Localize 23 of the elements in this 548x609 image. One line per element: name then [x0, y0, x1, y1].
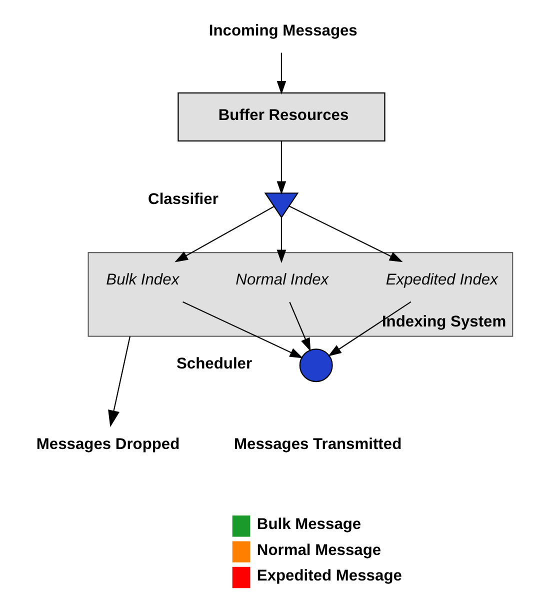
node-text: Bulk Index: [106, 272, 179, 289]
arrow: [276, 141, 286, 195]
arrow: [108, 336, 130, 428]
node-text: Normal Index: [235, 272, 328, 289]
arrow: [288, 302, 310, 352]
node-label: Scheduler: [176, 355, 252, 372]
node-circle: [298, 348, 332, 382]
node-box: Buffer Resources: [177, 92, 385, 142]
node-triangle: [264, 192, 298, 218]
arrow: [328, 301, 411, 356]
arrow: [288, 206, 402, 262]
legend-label: Bulk Message: [256, 516, 361, 534]
node-text: Expedited Index: [385, 272, 498, 289]
node-text: Messages Dropped: [36, 436, 180, 453]
node-text: Incoming Messages: [208, 22, 357, 40]
node-label: Classifier: [148, 191, 218, 208]
arrow: [182, 301, 303, 358]
legend-label: Normal Message: [256, 542, 381, 559]
arrow: [174, 206, 274, 262]
legend-label: Expedited Message: [256, 568, 402, 585]
node-text: Messages Transmitted: [234, 436, 402, 453]
arrow: [276, 218, 286, 264]
arrow: [276, 52, 286, 94]
